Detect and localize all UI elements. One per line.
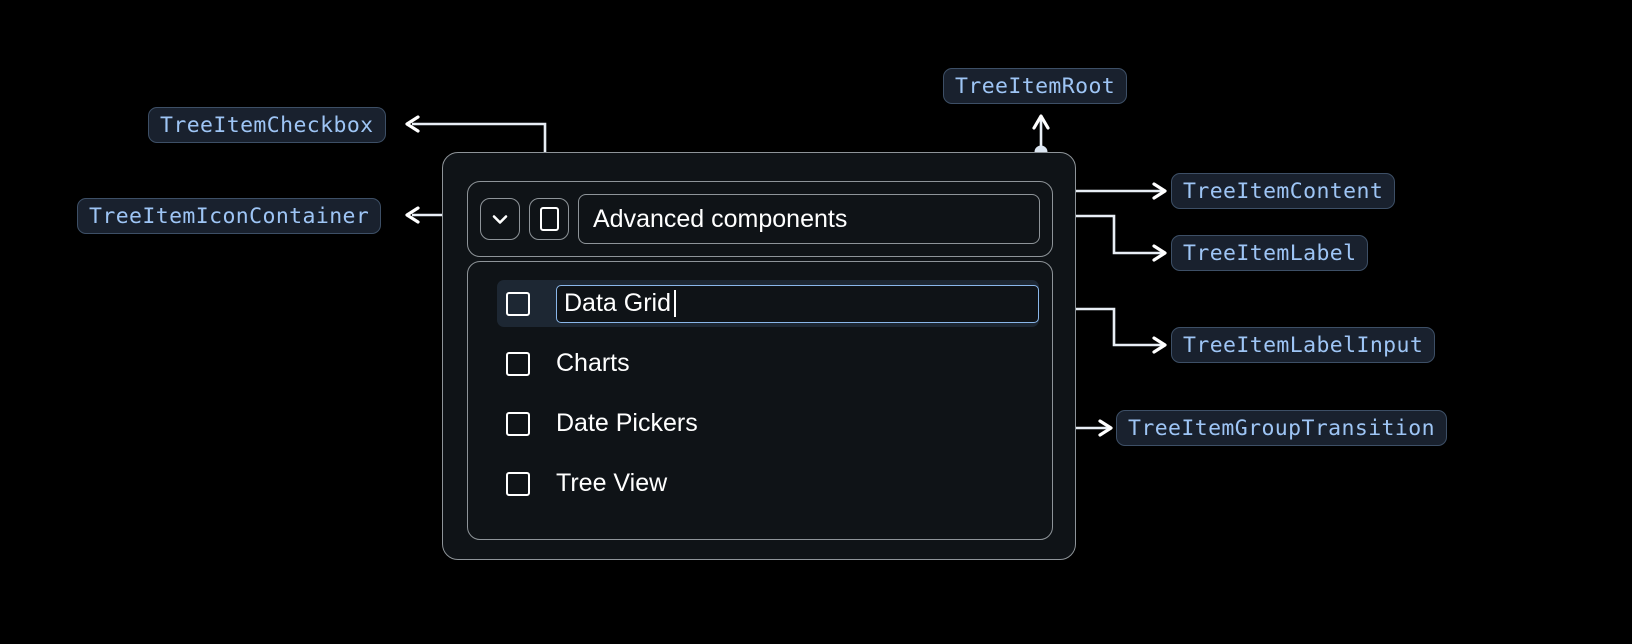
badge-tree-item-group-transition[interactable]: TreeItemGroupTransition: [1116, 410, 1447, 446]
badge-tree-item-root[interactable]: TreeItemRoot: [943, 68, 1128, 104]
table-row[interactable]: Charts: [497, 340, 1028, 387]
row-input-value: Data Grid: [564, 289, 671, 317]
arrowhead-root: [1032, 114, 1050, 130]
tree-item-label-text: Advanced components: [593, 204, 848, 233]
badge-tree-item-label[interactable]: TreeItemLabel: [1171, 235, 1369, 271]
row-checkbox[interactable]: [506, 411, 530, 436]
table-row[interactable]: Date Pickers: [497, 400, 1028, 447]
arrowhead-label-input: [1152, 336, 1167, 354]
badge-tree-item-label-input[interactable]: TreeItemLabelInput: [1171, 327, 1436, 363]
row-label: Charts: [556, 349, 630, 377]
row-checkbox[interactable]: [506, 471, 530, 496]
tree-item-label[interactable]: Advanced components: [578, 194, 1040, 244]
text-caret: [673, 290, 676, 317]
tree-item-group-transition[interactable]: Data Grid Charts Date Pickers Tree View: [467, 261, 1053, 540]
tree-item-root[interactable]: Advanced components Data Grid Charts Dat…: [442, 152, 1076, 560]
tree-item-icon-container[interactable]: [480, 198, 520, 240]
badge-tree-item-icon-container[interactable]: TreeItemIconContainer: [77, 198, 382, 234]
table-row[interactable]: Tree View: [497, 460, 1028, 507]
arrowhead-content: [1152, 182, 1167, 200]
badge-tree-item-content[interactable]: TreeItemContent: [1171, 173, 1396, 209]
arrowhead-group-transition: [1098, 419, 1113, 437]
tree-item-content[interactable]: Advanced components: [467, 181, 1053, 257]
arrowhead-icon-container: [405, 206, 420, 224]
badge-tree-item-checkbox[interactable]: TreeItemCheckbox: [148, 107, 386, 143]
chevron-down-icon: [492, 215, 508, 224]
tree-item-checkbox[interactable]: [529, 198, 569, 240]
arrowhead-checkbox: [405, 115, 420, 133]
row-label: Tree View: [556, 469, 668, 497]
checkbox-box: [539, 207, 559, 231]
row-label: Date Pickers: [556, 409, 698, 437]
row-checkbox[interactable]: [506, 351, 530, 376]
arrowhead-label: [1152, 244, 1167, 262]
row-checkbox[interactable]: [506, 291, 530, 316]
tree-item-label-input[interactable]: Data Grid: [556, 284, 1039, 323]
table-row[interactable]: Data Grid: [497, 280, 1039, 327]
